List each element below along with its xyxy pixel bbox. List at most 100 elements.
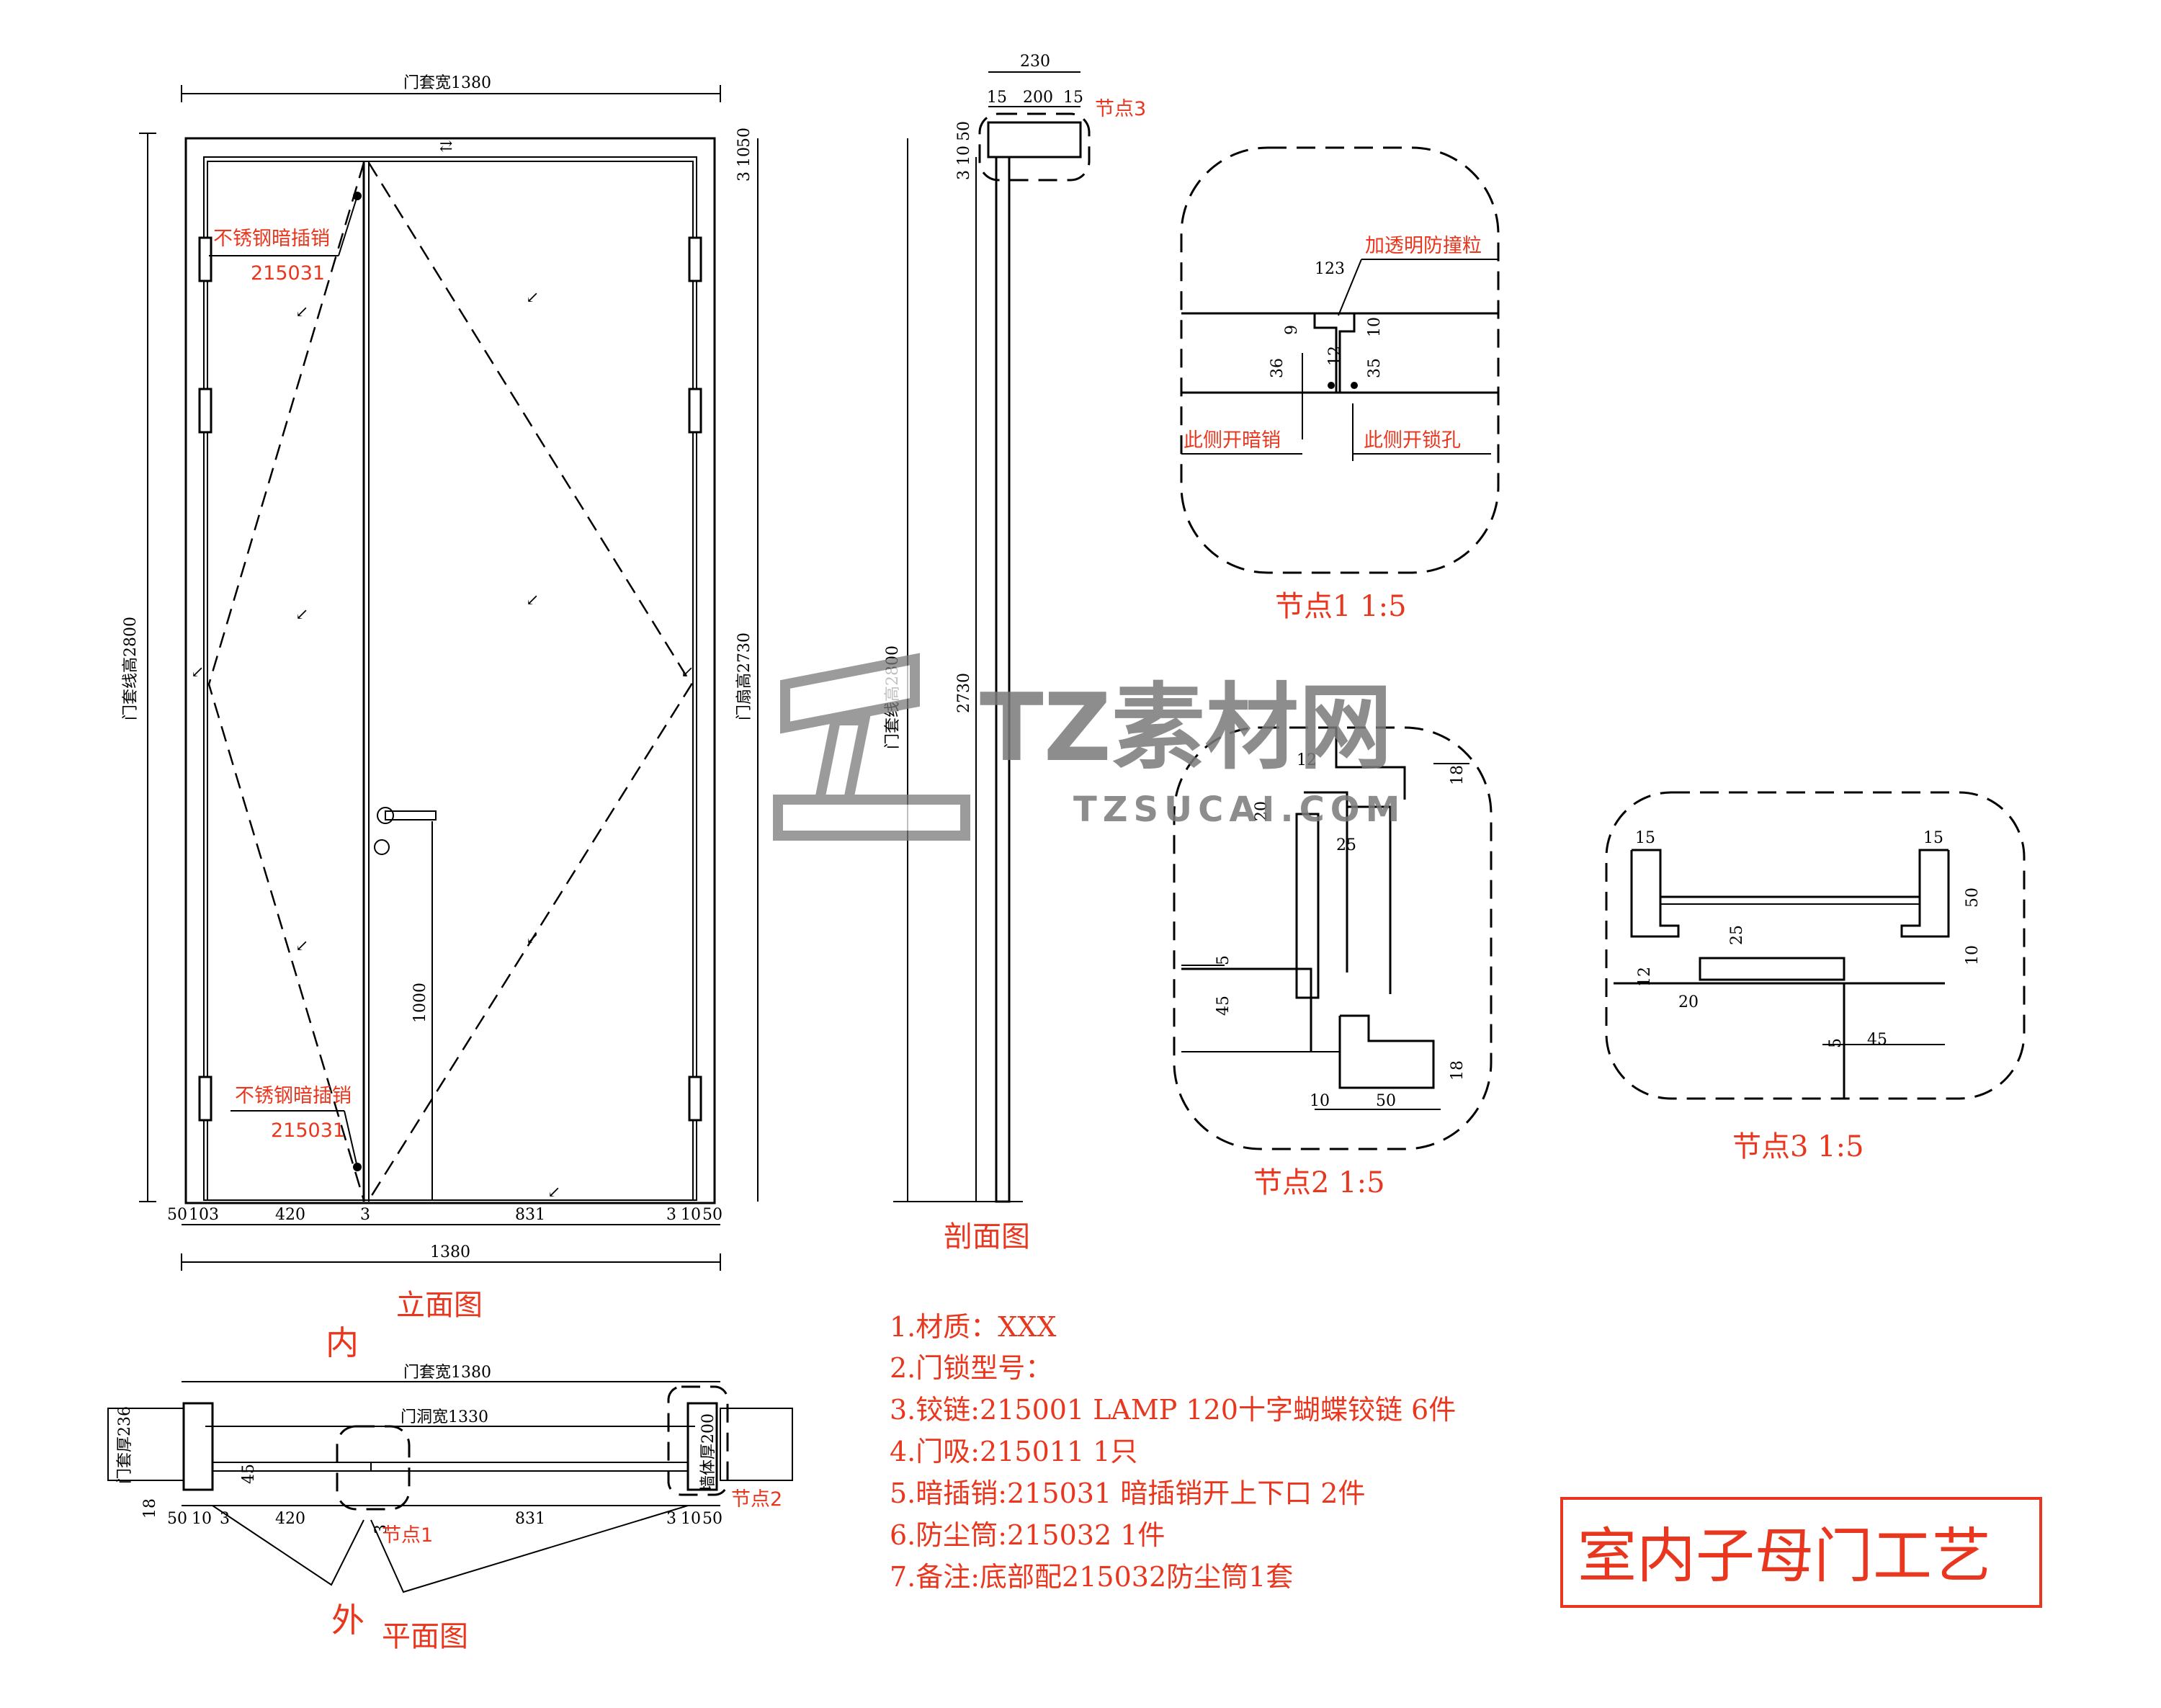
node3-title: 节点3 1:5 — [1732, 1130, 1864, 1163]
svg-text:↙: ↙ — [547, 1184, 560, 1202]
right-frame-profile — [686, 1402, 718, 1491]
node2-callout — [667, 1385, 729, 1496]
handle-rose-icon — [377, 807, 394, 824]
dim-10-left: 10 — [189, 1206, 209, 1224]
plan-dim-10-right: 10 — [681, 1510, 701, 1528]
elevation-total-width: 1380 — [430, 1243, 470, 1261]
plan-node2-label: 节点2 — [731, 1488, 782, 1511]
node1-dim-36: 36 — [1269, 358, 1287, 378]
section-dim-50: 50 — [955, 121, 973, 141]
hinge-icon — [198, 1076, 212, 1122]
hinge-icon — [688, 388, 702, 434]
node2-dim-10: 10 — [1310, 1092, 1330, 1110]
elevation-height-label: 门套线高2800 — [122, 617, 140, 720]
note-7: 7.备注:底部配215032防尘筒1套 — [890, 1561, 1293, 1593]
door-frame — [184, 137, 716, 1204]
plan-dim-50-right: 50 — [702, 1510, 722, 1528]
section-view: 230 15 200 15 节点3 50 10 3 门套线高2800 2730 … — [884, 53, 1146, 1253]
plan-dim-3-right: 3 — [666, 1510, 676, 1528]
section-dim-3: 3 — [955, 170, 973, 180]
hinge-icon — [198, 388, 212, 434]
drawing-title: 室内子母门工艺 — [1578, 1522, 1991, 1591]
node2-dim-18-top: 18 — [1449, 765, 1467, 785]
hinge-icon — [688, 1076, 702, 1122]
top-bolt-code: 215031 — [251, 262, 325, 285]
dim-3-mid: 3 — [360, 1206, 370, 1224]
node1-title: 节点1 1:5 — [1275, 590, 1407, 623]
node1-lock-side-label: 此侧开锁孔 — [1364, 429, 1461, 452]
section-title: 剖面图 — [944, 1220, 1030, 1253]
right-wall — [720, 1408, 793, 1481]
hinge-icon — [688, 236, 702, 282]
svg-text:↙: ↙ — [295, 937, 308, 955]
top-bolt-label: 不锈钢暗插销 — [213, 228, 330, 250]
node2-detail: 12 20 25 18 5 45 18 10 50 节点2 1:5 — [1173, 726, 1493, 1199]
plan-opening-label: 门洞宽1330 — [401, 1408, 488, 1426]
plan-title: 平面图 — [382, 1620, 468, 1653]
elevation-width-label: 门套宽1380 — [403, 74, 491, 92]
watermark-logo-icon — [773, 653, 970, 841]
plan-dim-420: 420 — [275, 1510, 305, 1528]
hinge-icon — [198, 236, 212, 282]
lever-handle-icon — [385, 810, 437, 821]
node1-dim-35: 35 — [1366, 358, 1384, 378]
left-frame-profile — [182, 1402, 214, 1491]
node3-dim-12: 12 — [1636, 967, 1654, 987]
section-leaf-height: 2730 — [955, 673, 973, 713]
node1-callout — [336, 1425, 411, 1511]
node2-dim-20: 20 — [1253, 801, 1271, 821]
handle-height-dim: 1000 — [411, 983, 429, 1023]
dim-10-right: 10 — [681, 1206, 701, 1224]
dim-3-left: 3 — [209, 1206, 219, 1224]
svg-text:↙: ↙ — [526, 930, 539, 948]
node3-dim-20: 20 — [1678, 993, 1699, 1011]
plan-dim-45: 45 — [240, 1464, 258, 1484]
section-dim-230: 230 — [1020, 53, 1050, 71]
elevation-view: 门套宽1380 门套线高2800 不锈钢暗插销 215031 不 — [122, 74, 759, 1322]
node2-dim-18-bottom: 18 — [1449, 1060, 1467, 1081]
node3-dim-15-left: 15 — [1635, 829, 1655, 847]
watermark-url: TZSUCAI.COM — [1073, 790, 1405, 830]
plan-dim-3-left: 3 — [220, 1510, 230, 1528]
note-1: 1.材质：XXX — [890, 1311, 1056, 1343]
svg-text:⇄: ⇄ — [439, 138, 452, 156]
node2-dim-12: 12 — [1297, 751, 1317, 769]
svg-text:↙: ↙ — [295, 303, 308, 321]
note-5: 5.暗插销:215031 暗插销开上下口 2件 — [890, 1477, 1365, 1509]
section-dim-10: 10 — [955, 146, 973, 166]
node1-border — [1180, 146, 1500, 574]
node1-detail: 123 9 36 12 10 35 加透明防撞粒 此侧开暗销 此侧开锁孔 节点1… — [1180, 146, 1500, 623]
node3-dim-50: 50 — [1964, 887, 1982, 908]
note-4: 4.门吸:215011 1只 — [890, 1436, 1137, 1467]
drawing-title-box: 室内子母门工艺 — [1560, 1497, 2042, 1608]
plan-width-label: 门套宽1380 — [403, 1364, 491, 1382]
dim-10-top: 10 — [735, 147, 753, 167]
note-6: 6.防尘筒:215032 1件 — [890, 1519, 1165, 1551]
note-2: 2.门锁型号： — [890, 1352, 1052, 1384]
dim-831: 831 — [515, 1206, 545, 1224]
main-leaf-plan — [370, 1462, 689, 1472]
section-dim-15b: 15 — [1063, 89, 1083, 107]
node1-bolt-side-label: 此侧开暗销 — [1184, 429, 1281, 452]
node3-border — [1605, 791, 2026, 1100]
node3-dim-45: 45 — [1867, 1031, 1887, 1049]
leaf-height-label: 门扇高2730 — [735, 632, 753, 720]
node2-title: 节点2 1:5 — [1253, 1166, 1385, 1199]
section-node3-label: 节点3 — [1095, 98, 1146, 120]
node1-dim-12: 12 — [1326, 346, 1344, 366]
bottom-bolt-code: 215031 — [271, 1119, 345, 1142]
svg-text:↙: ↙ — [526, 289, 539, 307]
watermark-brand: TZ素材网 — [980, 673, 1392, 782]
plan-dim-831: 831 — [515, 1510, 545, 1528]
node3-dim-25: 25 — [1728, 925, 1746, 945]
svg-text:↙: ↙ — [526, 591, 539, 609]
plan-dim-10-left: 10 — [192, 1510, 212, 1528]
note-3: 3.铰链:215001 LAMP 120十字蝴蝶铰链 6件 — [890, 1394, 1456, 1426]
frame-thickness-label: 门套厚236 — [116, 1406, 134, 1484]
plan-node1-label: 节点1 — [382, 1524, 433, 1547]
svg-text:↙: ↙ — [681, 663, 694, 681]
node1-dim-123: 123 — [1315, 260, 1345, 278]
bottom-bolt-label: 不锈钢暗插销 — [235, 1085, 352, 1107]
child-leaf-plan — [212, 1462, 372, 1472]
